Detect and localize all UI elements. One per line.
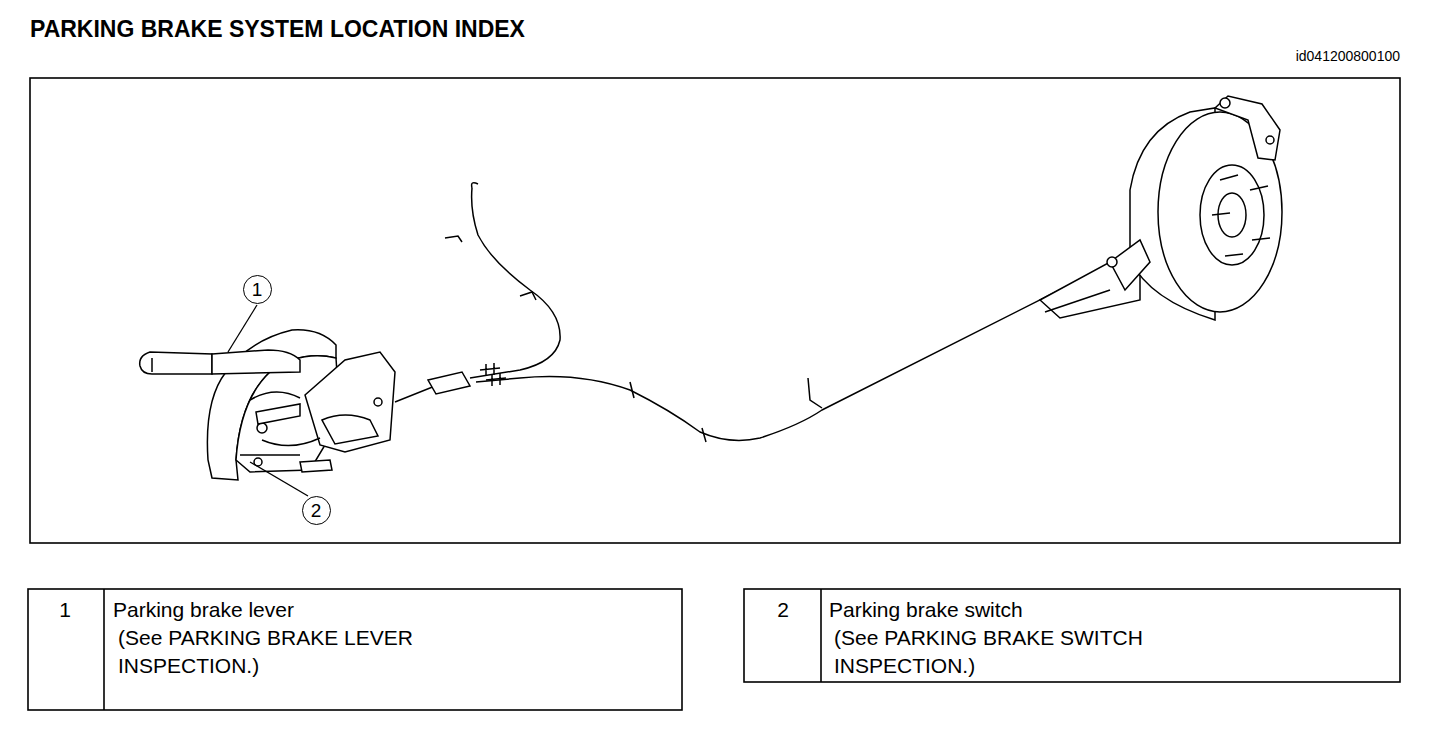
table-cell: (See PARKING BRAKE SWITCH INSPECTION.) (834, 624, 1219, 680)
table-cell: 2 (777, 596, 789, 624)
callout-number: 2 (311, 501, 322, 520)
table-divider (103, 589, 105, 710)
table-cell: 1 (59, 596, 71, 624)
table-border (28, 589, 682, 710)
document-id: id041200800100 (1296, 42, 1400, 70)
rear-brake-assembly (1040, 96, 1282, 320)
illustration-frame (30, 78, 1400, 543)
page-title: PARKING BRAKE SYSTEM LOCATION INDEX (30, 16, 525, 43)
table-cell: (See PARKING BRAKE LEVER INSPECTION.) (118, 624, 503, 680)
parking-brake-cable (395, 183, 1115, 442)
callout-circle: 2 (302, 496, 331, 525)
callout-circle: 1 (243, 275, 272, 304)
table-border (744, 589, 1400, 682)
parking-brake-lever (140, 330, 395, 480)
callout-number: 1 (252, 280, 263, 299)
table-divider (820, 589, 822, 682)
table-cell: Parking brake switch (829, 596, 1023, 624)
table-cell: Parking brake lever (113, 596, 294, 624)
leader-line (228, 305, 308, 496)
